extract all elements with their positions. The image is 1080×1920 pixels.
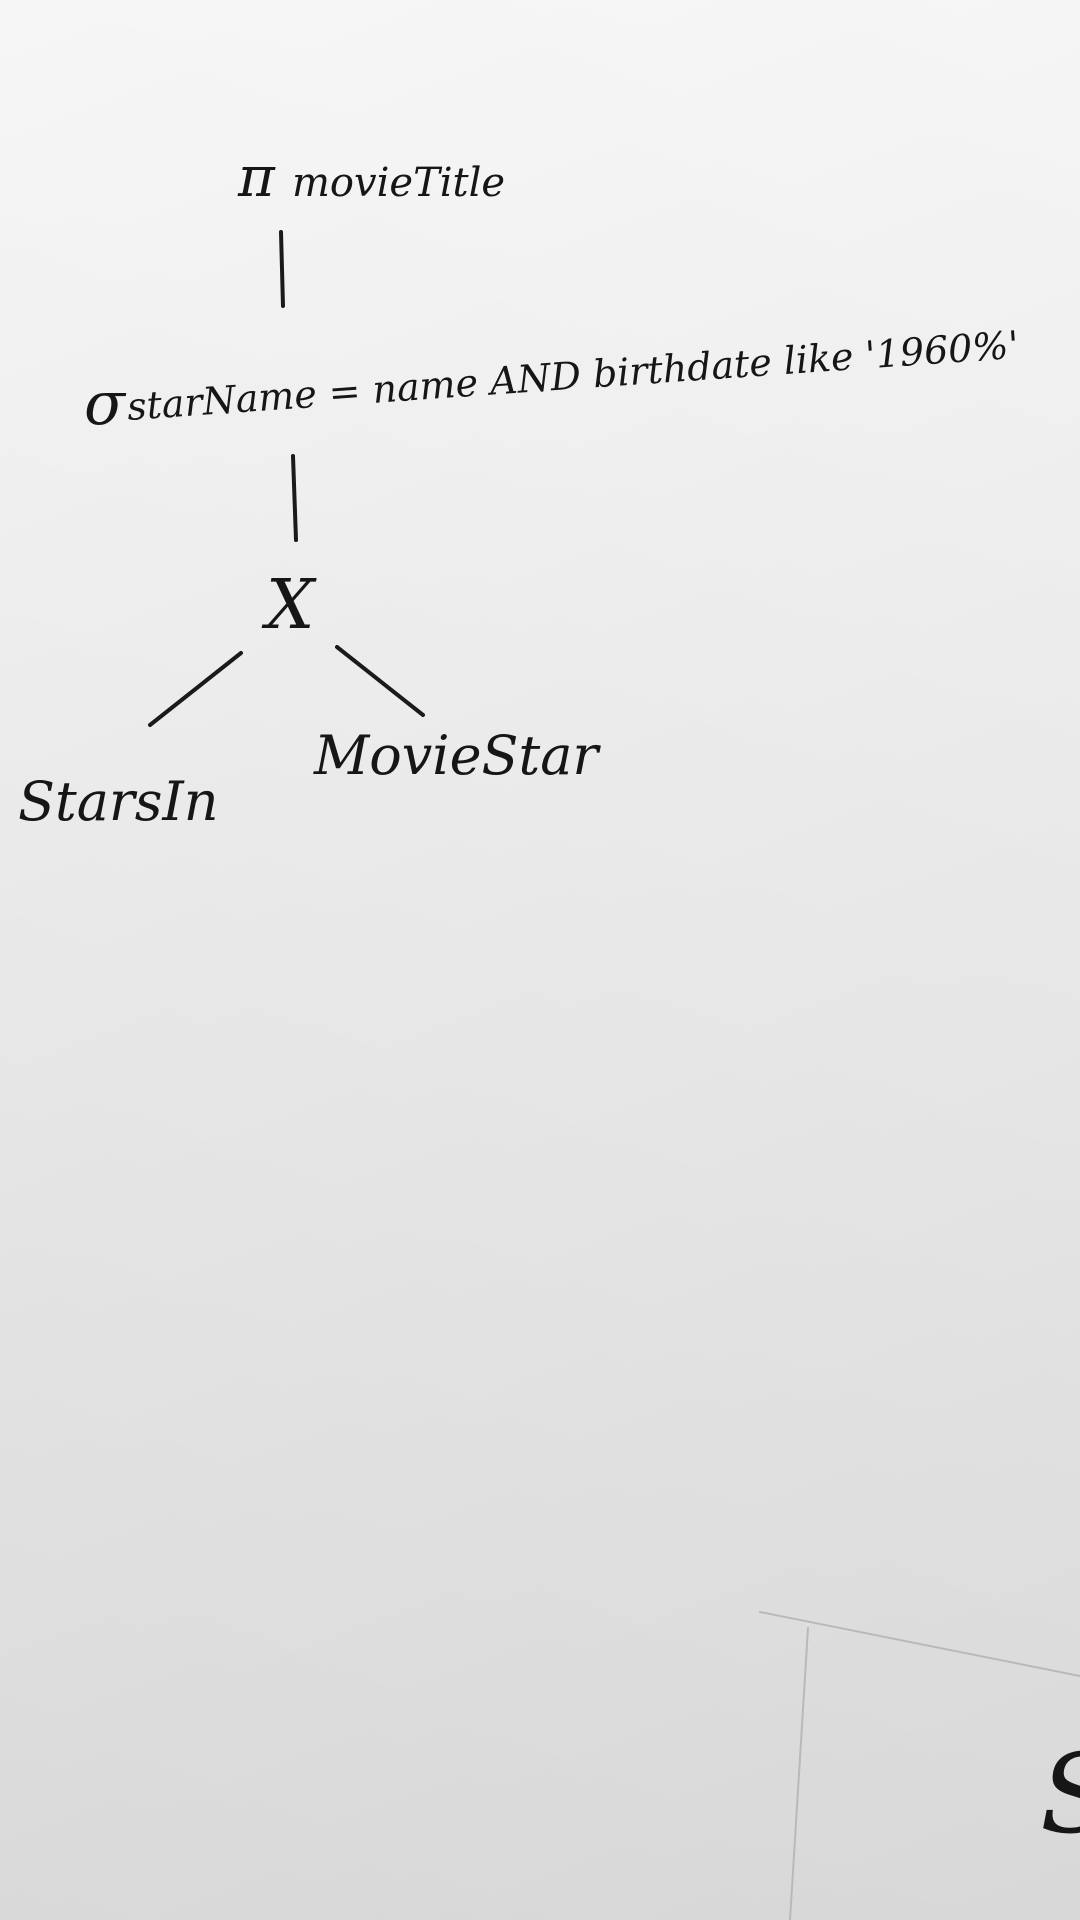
edge-selection-product	[291, 454, 298, 542]
selection-symbol: σ	[84, 369, 127, 439]
selection-condition: starName = name AND birthdate like '1960…	[126, 323, 1021, 429]
edge-product-moviestar	[335, 645, 425, 717]
leaf-moviestar: MovieStar	[313, 724, 601, 787]
page-edge-line	[759, 1611, 1080, 1677]
product-symbol: X	[261, 566, 317, 645]
page-fold-line	[789, 1627, 809, 1920]
corner-mark: S	[1040, 1730, 1080, 1858]
edge-product-starsin	[148, 651, 243, 727]
projection-symbol: π	[237, 145, 276, 210]
projection-attribute: movieTitle	[292, 160, 505, 206]
edge-projection-selection	[279, 230, 285, 308]
selection-node: σ starName = name AND birthdate like '19…	[84, 323, 1020, 439]
projection-node: π movieTitle	[237, 145, 505, 210]
leaf-starsin: StarsIn	[18, 770, 219, 833]
